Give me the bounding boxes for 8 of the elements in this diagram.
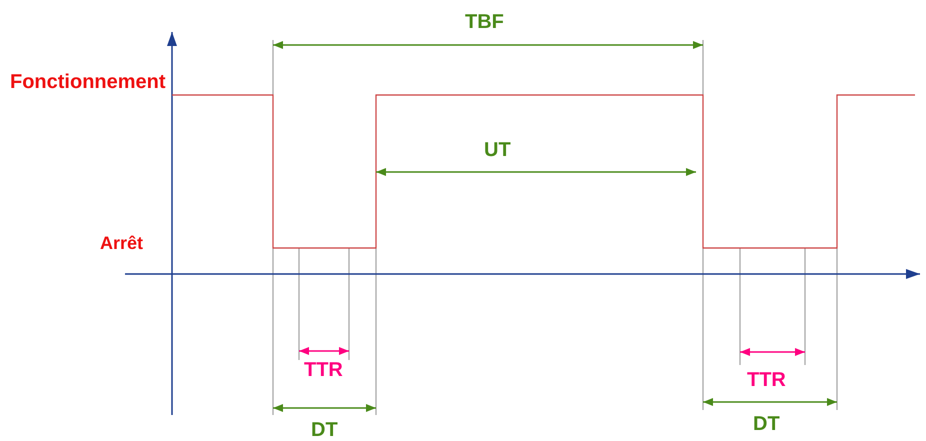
dimension-label: TTR — [747, 370, 786, 390]
state-label: Arrêt — [100, 234, 144, 252]
dimension-label: UT — [484, 140, 511, 160]
state-label: Fonctionnement — [10, 72, 166, 92]
dimension-label: TTR — [304, 360, 343, 380]
dimension-label: DT — [311, 420, 338, 440]
dimension-label: DT — [753, 414, 780, 434]
dimension-label: TBF — [465, 12, 504, 32]
